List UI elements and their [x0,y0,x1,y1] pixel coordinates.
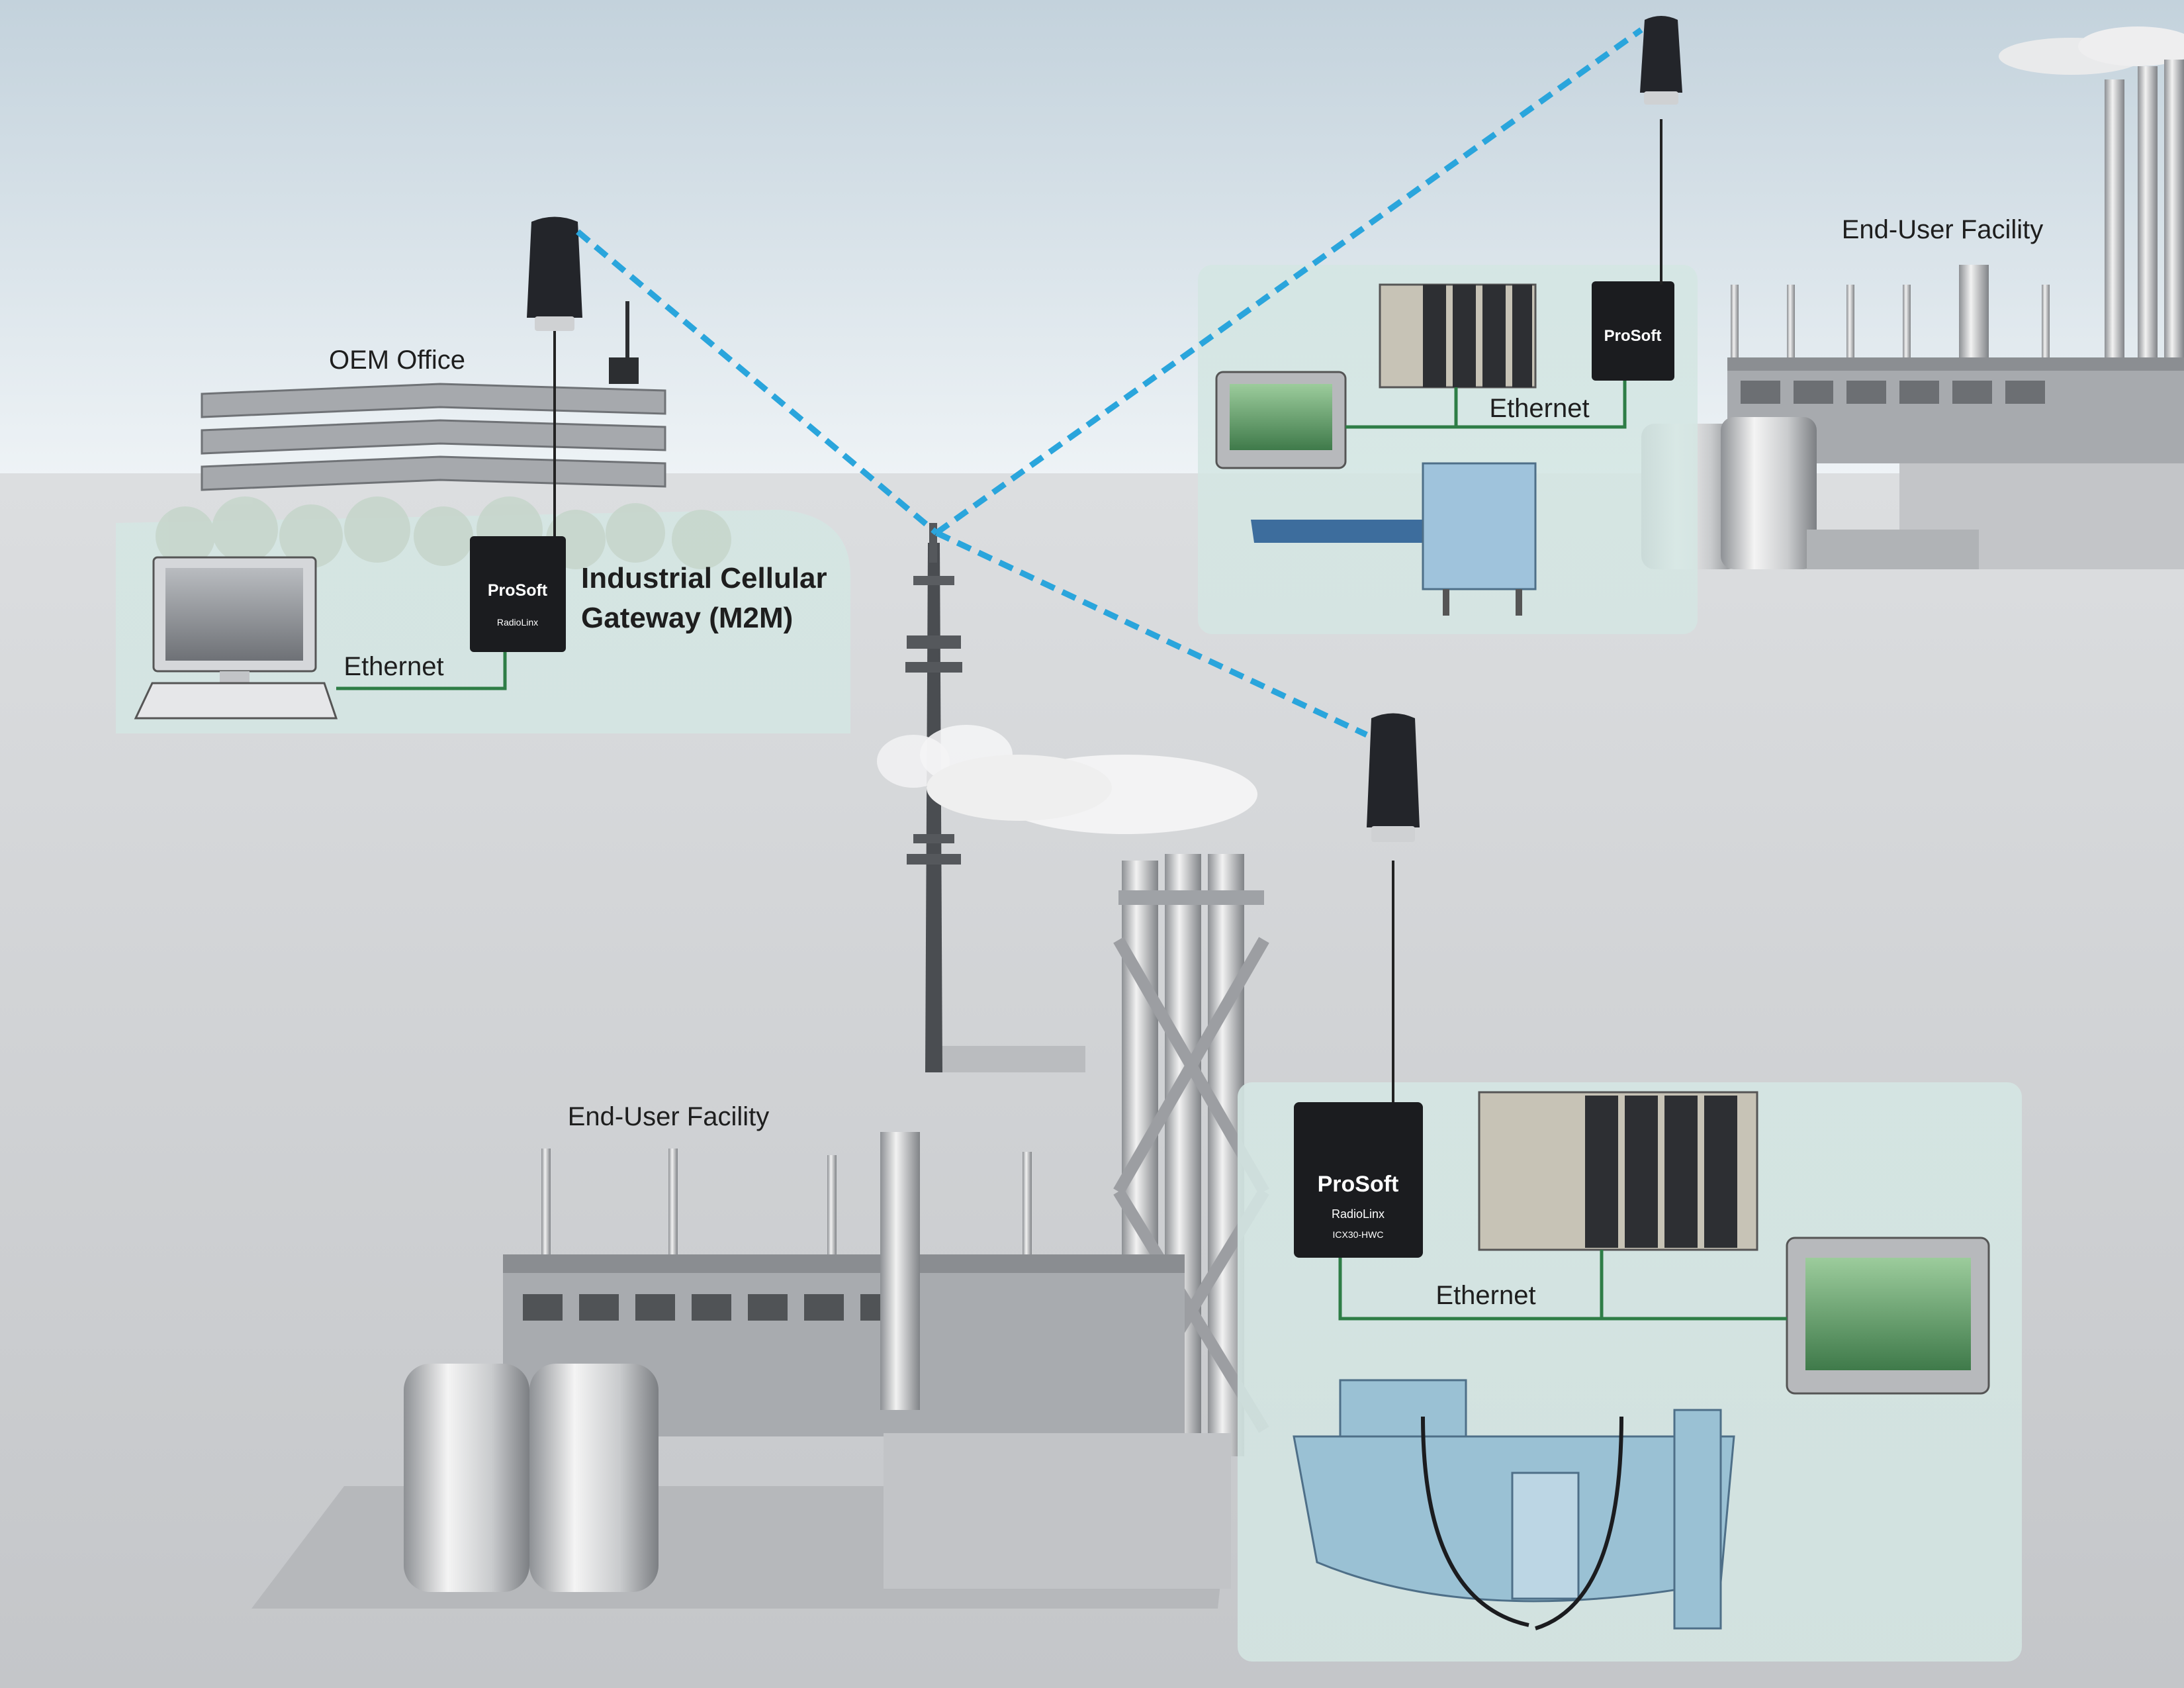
hmi-panel-bottom [1786,1237,1990,1395]
cellular-links [576,27,1643,738]
factory-bottom [251,755,1269,1609]
ethernet-cable-top [1345,381,1627,429]
gateway-label-line2: Gateway (M2M) [581,602,793,634]
device-brand-bottom: ProSoft [1318,1172,1399,1197]
oem-office-building [156,301,731,569]
cellular-link-oem [576,229,938,536]
device-brand-top: ProSoft [1604,327,1662,345]
device-product-bottom: RadioLinx [1332,1207,1385,1221]
factory-top-right [1641,26,2184,569]
cellular-link-top [934,27,1643,536]
facility-bottom-label: End-User Facility [568,1102,770,1131]
device-brand: ProSoft [488,581,548,600]
plc-rack-top [1379,283,1537,389]
antenna-bottom [1367,713,1420,842]
ethernet-label-top: Ethernet [1489,394,1589,423]
industrial-machine [1293,1379,1735,1630]
ethernet-label-bottom: Ethernet [1435,1281,1535,1310]
antenna-oem [527,216,582,331]
packaging-machine [1251,462,1537,616]
radiolinx-gateway-top: ProSoft [1592,281,1674,381]
ethernet-label-oem: Ethernet [343,652,443,681]
cellular-link-bottom [935,530,1368,738]
gateway-label-line1: Industrial Cellular [581,562,827,594]
antenna-top [1640,16,1682,105]
oem-office-label: OEM Office [329,346,465,375]
facility-top-label: End-User Facility [1842,215,2044,244]
ethernet-cable-oem [336,652,507,690]
device-product: RadioLinx [497,617,538,628]
desktop-computer [134,556,338,720]
hmi-panel-top [1215,371,1347,469]
ethernet-cable-bottom [1338,1250,1787,1321]
radiolinx-gateway-bottom: ProSoft RadioLinx ICX30-HWC [1294,1102,1423,1258]
device-model-bottom: ICX30-HWC [1332,1229,1383,1240]
radiolinx-gateway-oem: ProSoft RadioLinx [470,536,566,652]
plc-rack-bottom [1478,1091,1758,1251]
